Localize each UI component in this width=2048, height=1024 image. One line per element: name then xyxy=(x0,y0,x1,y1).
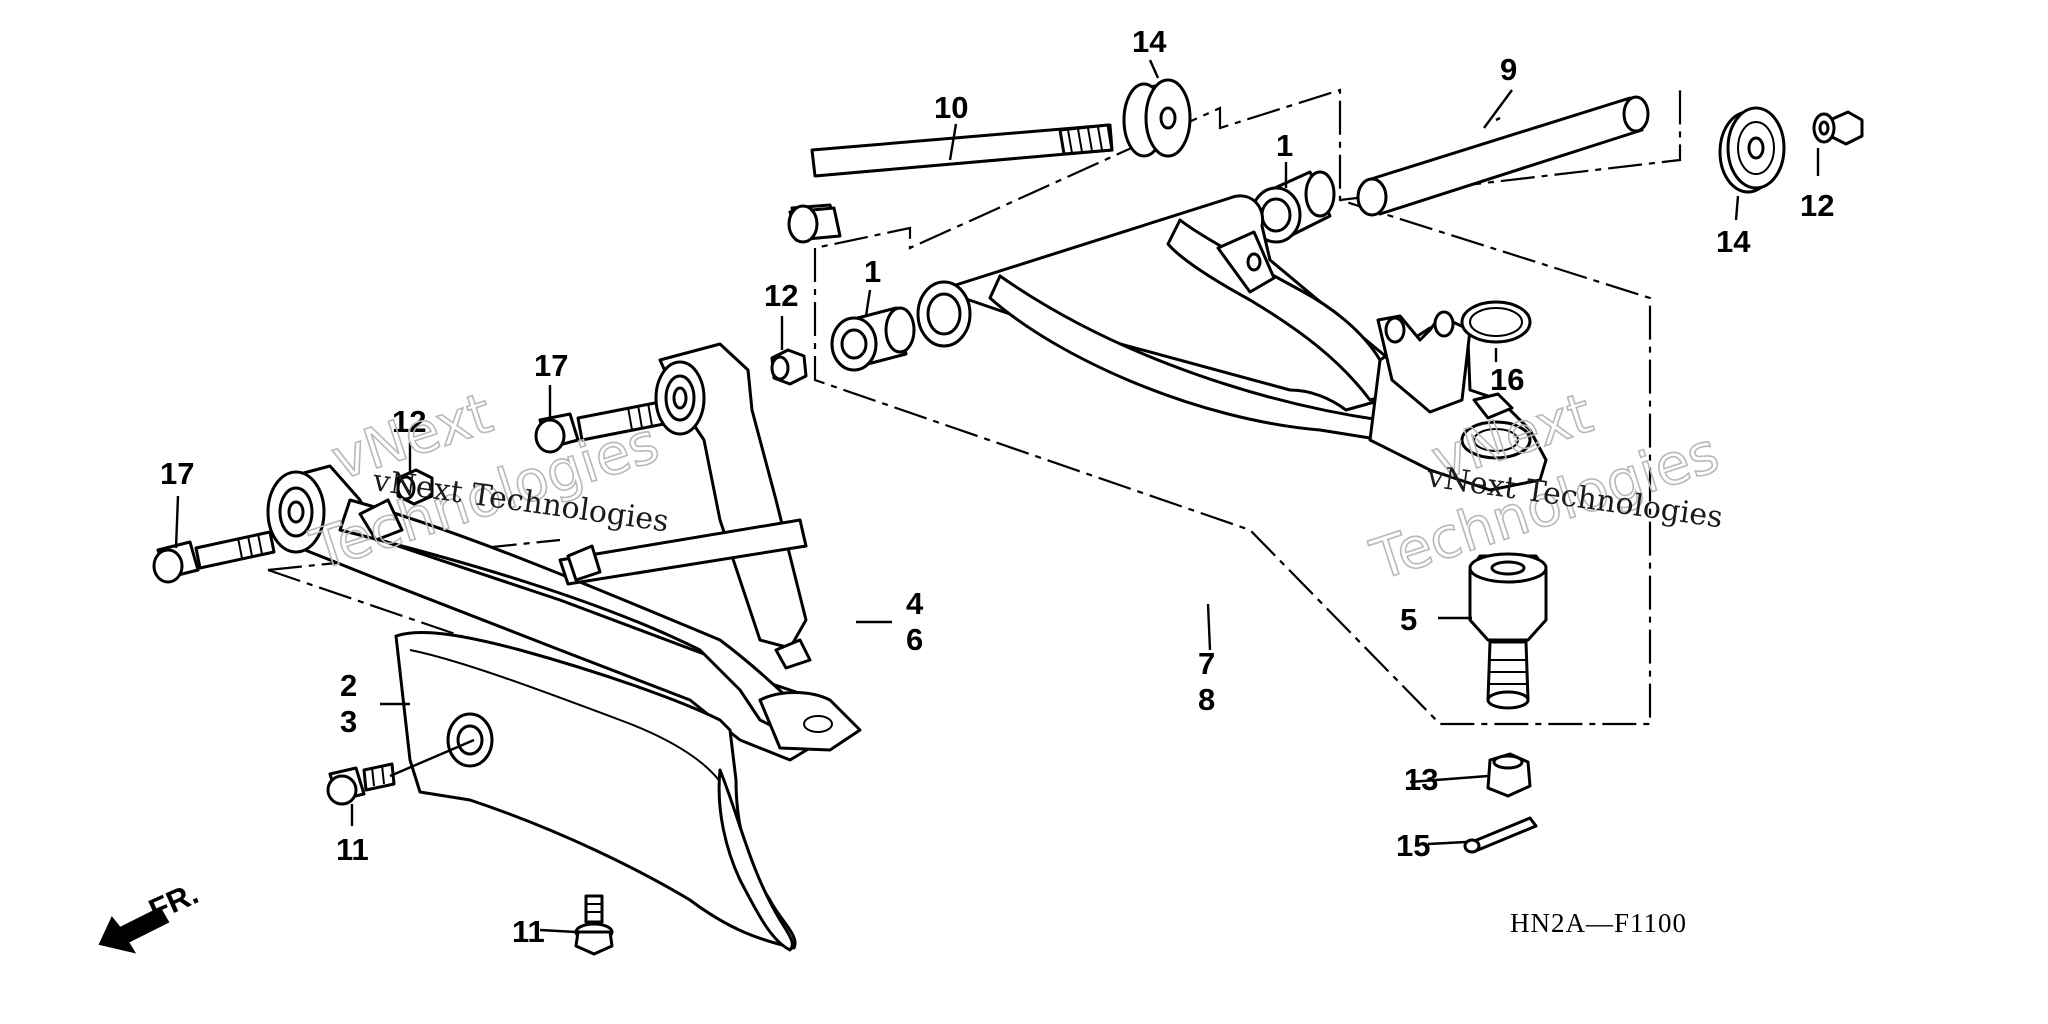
lower-arm-part-4-6 xyxy=(266,342,862,762)
arm-guard-part-2-3 xyxy=(394,631,797,952)
callout-12-right: 12 xyxy=(1800,188,1834,223)
callout-17-upper: 17 xyxy=(534,348,568,383)
callout-12-top: 12 xyxy=(764,278,798,313)
bushing-part-1-left xyxy=(830,306,916,372)
callout-10: 10 xyxy=(934,90,968,125)
circlip-part-16 xyxy=(1460,300,1532,344)
leader-lines xyxy=(174,59,1820,934)
callout-1-left: 1 xyxy=(864,254,881,289)
pivot-bolt-part-10 xyxy=(787,123,1114,244)
callout-8: 8 xyxy=(1198,682,1215,717)
callout-17-lower: 17 xyxy=(160,456,194,491)
callout-16: 16 xyxy=(1490,362,1524,397)
callout-7: 7 xyxy=(1198,646,1215,681)
callout-3: 3 xyxy=(340,704,357,739)
bolt-part-11-left xyxy=(326,762,396,806)
callout-11-bottom: 11 xyxy=(512,914,545,949)
nut-part-12-right xyxy=(1812,110,1864,146)
washer-part-14-upper xyxy=(1122,78,1192,158)
callout-6: 6 xyxy=(906,622,923,657)
diagram-code: HN2A—F1100 xyxy=(1510,908,1687,938)
callout-2: 2 xyxy=(340,668,357,703)
washer-part-14-right xyxy=(1718,106,1786,194)
ball-joint-part-5 xyxy=(1468,552,1548,710)
watermark-left: vNext Technologies vNext Technologies xyxy=(302,380,670,584)
pivot-shaft-part-9 xyxy=(1356,95,1650,217)
callout-15: 15 xyxy=(1396,828,1430,863)
bolt-part-17-lower xyxy=(152,530,276,584)
upper-arm-part-7-8 xyxy=(916,194,1548,492)
bolt-part-17-upper xyxy=(534,400,666,454)
callout-9: 9 xyxy=(1500,52,1517,87)
callout-11-left: 11 xyxy=(336,832,369,867)
nut-part-12-top xyxy=(770,348,808,386)
front-direction-arrow-icon xyxy=(98,906,170,954)
callout-4: 4 xyxy=(906,586,924,621)
callout-14-right: 14 xyxy=(1716,224,1751,259)
castle-nut-part-13 xyxy=(1486,752,1532,798)
bolt-part-11-bottom xyxy=(574,894,614,956)
callout-13: 13 xyxy=(1404,762,1438,797)
callout-12-mid: 12 xyxy=(392,404,426,439)
callout-14-upper: 14 xyxy=(1132,24,1167,59)
callout-5: 5 xyxy=(1400,602,1417,637)
callout-1-right: 1 xyxy=(1276,128,1293,163)
cotter-pin-part-15 xyxy=(1463,816,1538,854)
nut-part-12-mid xyxy=(396,468,434,506)
callout-numbers: 10 14 9 12 14 1 1 12 17 12 17 16 5 7 8 4… xyxy=(160,24,1834,949)
